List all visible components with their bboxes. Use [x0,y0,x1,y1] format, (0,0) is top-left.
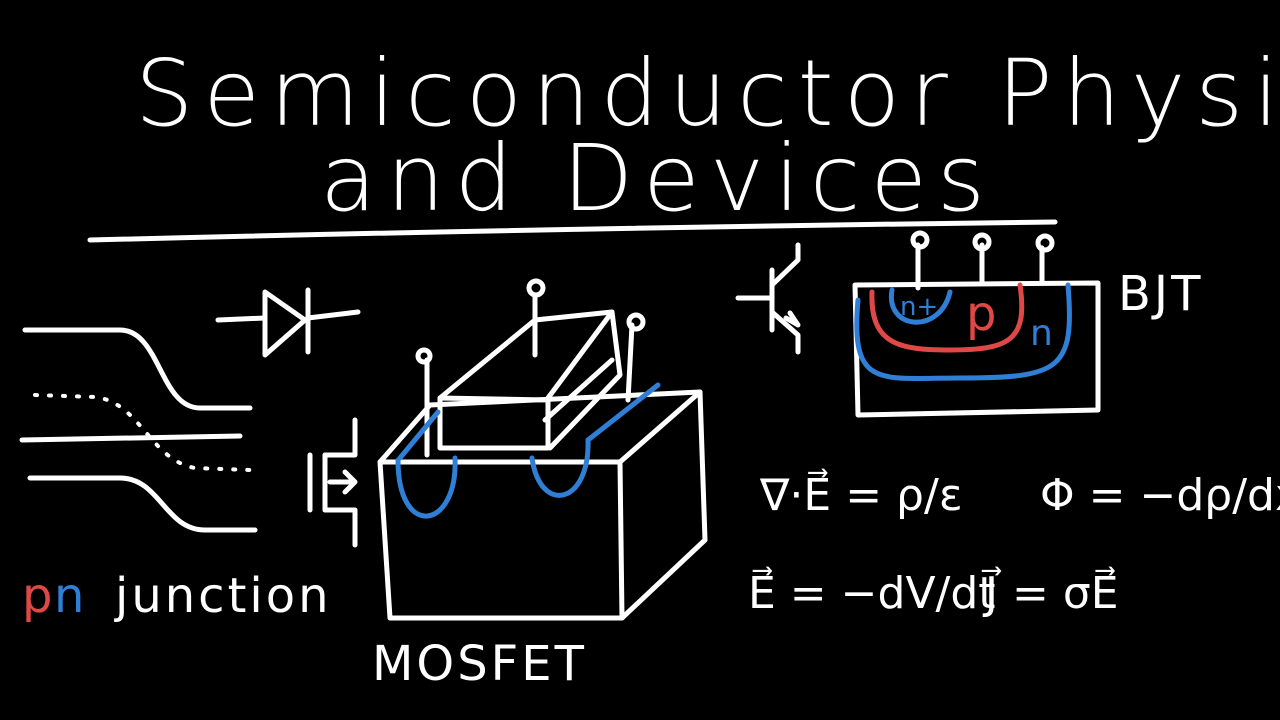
title-underline [87,219,1058,243]
substrate-top [377,389,703,465]
pn-label-n: n [54,568,87,624]
gate-side [547,309,623,451]
intrinsic-level-dotted [33,393,252,472]
diode-symbol-icon [215,287,361,358]
bjt-label: BJT [1118,266,1203,322]
equation-field: E⃗ = −dV/dt [748,566,996,619]
title-line-1: Semiconductor Physics [135,40,1280,147]
gate-top [437,309,615,401]
bjt-symbol-icon [735,242,801,355]
equation-current: J⃗ = σE⃗ [981,566,1118,619]
conduction-band-line [22,327,253,411]
mosfet-3d-drawing [377,278,708,621]
pn-label-p: p [22,568,55,624]
substrate-side [617,389,708,621]
gate-edge [542,357,615,423]
bjt-label-nplus: n+ [900,292,938,322]
bjt-label-p: p [966,286,999,342]
equation-flux: Φ = −dρ/dx [1040,470,1280,521]
equation-gauss: ∇·E⃗ = ρ/ε [759,468,963,521]
bjt-cross-section [852,230,1101,418]
drain-contact [625,322,635,403]
pn-band-diagram [19,327,258,533]
mosfet-symbol-icon [307,417,358,548]
fermi-level-line [19,433,243,443]
mosfet-label: MOSFET [372,636,587,692]
valence-band-line [27,475,258,533]
drain-well [529,437,591,498]
bjt-nplus-emitter [888,287,953,325]
pn-label-junction: junction [114,568,332,624]
source-well [395,455,458,519]
bjt-n-collector [854,282,1072,382]
substrate-front [377,459,625,621]
bjt-p-base [869,282,1025,353]
bjt-label-n: n [1030,313,1056,354]
title-line-2: and Devices [320,125,995,232]
bjt-substrate-box [852,280,1101,418]
